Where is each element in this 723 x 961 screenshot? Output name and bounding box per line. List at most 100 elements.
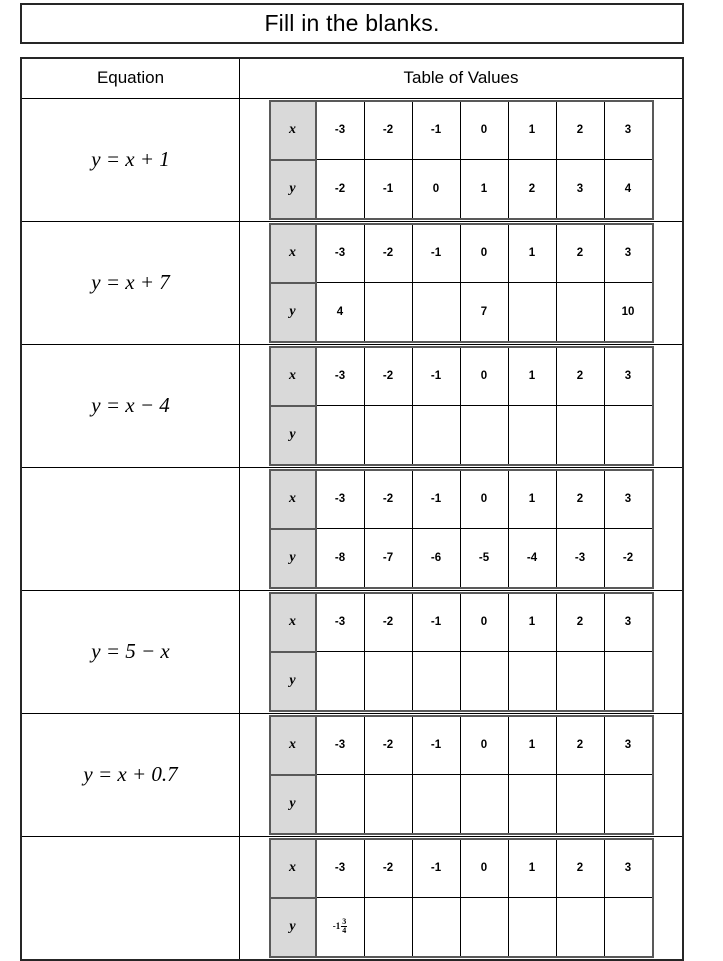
x-value-cell: 0 — [459, 346, 509, 406]
x-value-cell: 2 — [555, 223, 605, 283]
y-row-label: y — [268, 773, 317, 835]
y-value-cell-blank[interactable] — [315, 651, 365, 711]
x-value-cell: 1 — [507, 346, 557, 406]
y-value-cell-blank[interactable] — [555, 282, 605, 342]
y-value-cell-blank[interactable] — [459, 651, 509, 711]
y-value-cell-blank[interactable] — [603, 651, 653, 711]
y-value-cell-blank[interactable] — [315, 774, 365, 834]
y-row: y — [268, 650, 653, 712]
x-value-cell: -1 — [411, 838, 461, 898]
y-row-label: y — [268, 527, 317, 589]
x-value-cell: 1 — [507, 223, 557, 283]
y-value-cell-blank[interactable] — [315, 405, 365, 465]
y-value-cell-blank[interactable] — [507, 651, 557, 711]
y-value-cell-blank[interactable] — [411, 897, 461, 957]
x-value-cell: 1 — [507, 469, 557, 529]
x-value-cell: 1 — [507, 592, 557, 652]
x-value-cell: 3 — [603, 715, 653, 775]
y-row-label: y — [268, 404, 317, 466]
x-value-cell: -2 — [363, 592, 413, 652]
y-value-cell-blank[interactable] — [555, 897, 605, 957]
x-value-cell: -3 — [315, 100, 365, 160]
y-value-cell: -2 — [603, 528, 653, 588]
x-value-cell: 2 — [555, 592, 605, 652]
fraction-numerator: 3 — [341, 917, 348, 928]
y-value-cell-blank[interactable] — [555, 405, 605, 465]
y-row: y — [268, 773, 653, 835]
y-value-cell-blank[interactable] — [411, 651, 461, 711]
y-value-cell: -7 — [363, 528, 413, 588]
x-value-cell: 0 — [459, 715, 509, 775]
y-value-cell-blank[interactable] — [459, 897, 509, 957]
y-value-cell-blank[interactable] — [507, 405, 557, 465]
y-value-cell-blank[interactable] — [411, 774, 461, 834]
y-value-cell: -6 — [411, 528, 461, 588]
x-value-cell: 0 — [459, 100, 509, 160]
x-row-label: x — [268, 468, 317, 530]
x-value-cell: -3 — [315, 592, 365, 652]
x-value-cell: -2 — [363, 838, 413, 898]
x-value-cell: 3 — [603, 223, 653, 283]
y-value-cell-blank[interactable] — [507, 774, 557, 834]
y-value-cell-blank[interactable] — [411, 282, 461, 342]
x-row-label: x — [268, 99, 317, 161]
y-value-cell: 4 — [603, 159, 653, 219]
y-value-cell-blank[interactable] — [363, 282, 413, 342]
y-value-cell-blank[interactable] — [363, 774, 413, 834]
x-value-cell: -1 — [411, 346, 461, 406]
x-row-label: x — [268, 222, 317, 284]
x-value-cell: -3 — [315, 469, 365, 529]
y-value-cell-blank[interactable] — [459, 405, 509, 465]
y-value-cell-blank[interactable] — [363, 897, 413, 957]
y-value-cell: 4 — [315, 282, 365, 342]
y-value-cell-blank[interactable] — [603, 897, 653, 957]
title-box: Fill in the blanks. — [20, 3, 684, 44]
x-value-cell: 1 — [507, 715, 557, 775]
y-value-cell-blank[interactable] — [363, 405, 413, 465]
y-value-cell: 10 — [603, 282, 653, 342]
y-value-cell-blank[interactable] — [459, 774, 509, 834]
y-value-cell-blank[interactable] — [555, 774, 605, 834]
x-value-cell: -3 — [315, 715, 365, 775]
y-value-cell-blank[interactable] — [507, 897, 557, 957]
y-value-cell-blank[interactable] — [411, 405, 461, 465]
x-value-cell: 3 — [603, 838, 653, 898]
y-value-cell: 3 — [555, 159, 605, 219]
y-value-cell: -3 — [555, 528, 605, 588]
x-value-cell: 2 — [555, 469, 605, 529]
y-value-cell-blank[interactable] — [363, 651, 413, 711]
x-value-cell: 3 — [603, 592, 653, 652]
x-value-cell: 3 — [603, 100, 653, 160]
y-value-cell-blank[interactable] — [507, 282, 557, 342]
y-value-cell-blank[interactable] — [555, 651, 605, 711]
y-value-cell: 2 — [507, 159, 557, 219]
equation-cell: y = 5 − x — [20, 589, 240, 714]
y-value-cell-blank[interactable] — [603, 774, 653, 834]
x-value-cell: 2 — [555, 838, 605, 898]
equation-cell-blank[interactable] — [20, 835, 240, 960]
y-value-cell-blank[interactable] — [603, 405, 653, 465]
